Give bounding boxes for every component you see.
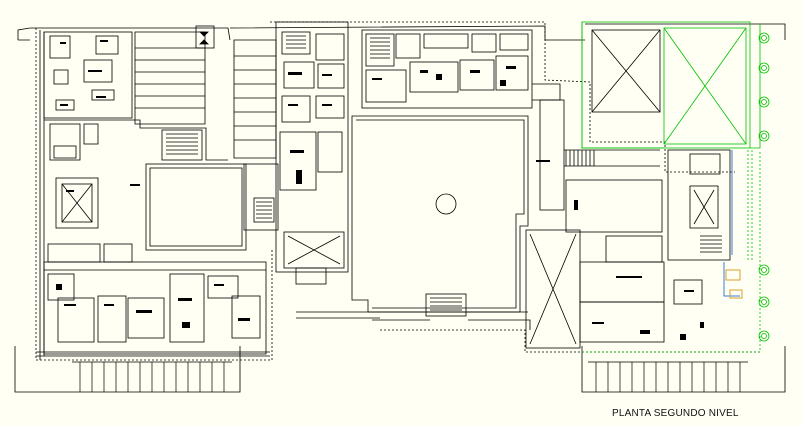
central-courtyard: [296, 115, 531, 330]
parking-stalls-top: [134, 31, 277, 159]
orange-detail: [725, 269, 743, 299]
front-stair: [425, 293, 467, 317]
stair-right: [667, 149, 731, 261]
green-annex: [581, 21, 770, 353]
parking-stalls-bottom: [72, 361, 748, 392]
furniture-marks: [56, 40, 704, 340]
left-wall: [36, 30, 270, 360]
office-block-top-center: [361, 29, 561, 109]
fountain-circle: [435, 193, 457, 215]
courtyard-left: [145, 163, 247, 251]
service-core: [243, 21, 349, 285]
stair-left: [161, 129, 203, 161]
blue-detail: [723, 150, 740, 297]
office-block-top-left: [43, 31, 228, 161]
office-block-bottom-left: [43, 243, 267, 355]
light-well: [591, 29, 661, 113]
dashed-perimeter: [35, 21, 760, 361]
corridor-right: [525, 99, 703, 349]
drawing-title: PLANTA SEGUNDO NIVEL: [612, 408, 739, 419]
elevator-left: [55, 177, 99, 229]
legend-box: [195, 25, 215, 49]
green-column-markers: [758, 32, 770, 342]
building-outline: [14, 23, 786, 393]
